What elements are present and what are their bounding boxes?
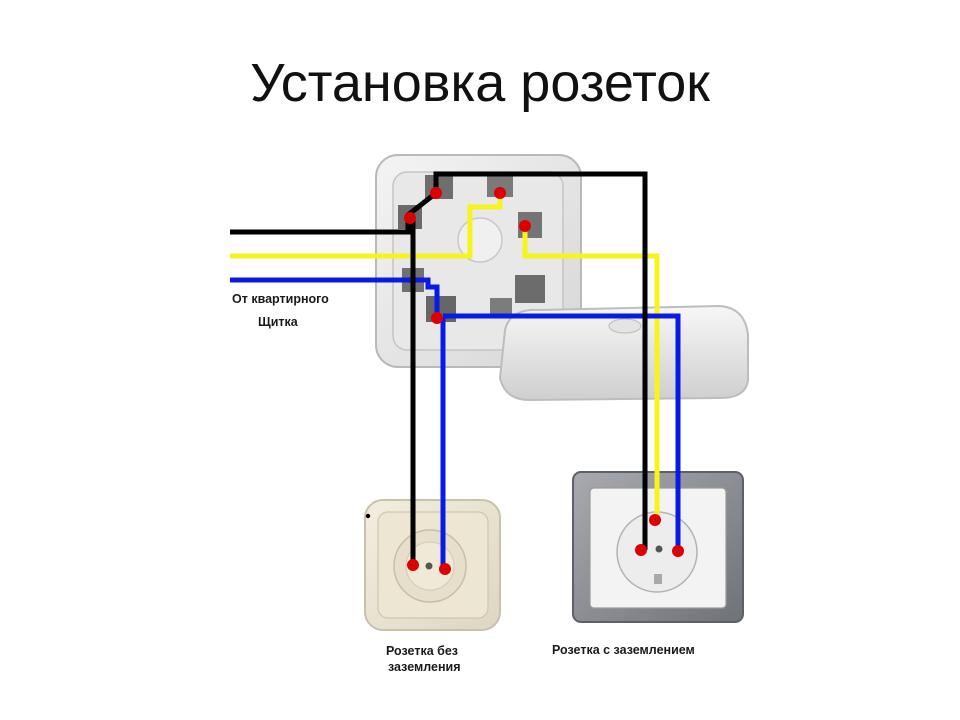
socket-with-ground-icon (572, 471, 744, 623)
neutral-wire-to-socket-ground (443, 313, 681, 551)
socket-no-ground-label-line2: заземления (388, 660, 461, 674)
source-label-line2: Щитка (258, 315, 299, 329)
socket-no-ground-label-line1: Розетка без (386, 644, 458, 658)
ground-wire (230, 192, 503, 259)
socket-without-ground-icon (364, 499, 501, 631)
neutral-wire (230, 277, 440, 318)
ground-wire-to-socket (522, 226, 660, 520)
source-label-line1: От квартирного (232, 292, 329, 306)
contact-points (365, 187, 684, 575)
page-title: Установка розеток (250, 53, 710, 113)
junction-box-lid-icon (498, 304, 749, 402)
socket-ground-label: Розетка с заземлением (552, 643, 695, 657)
